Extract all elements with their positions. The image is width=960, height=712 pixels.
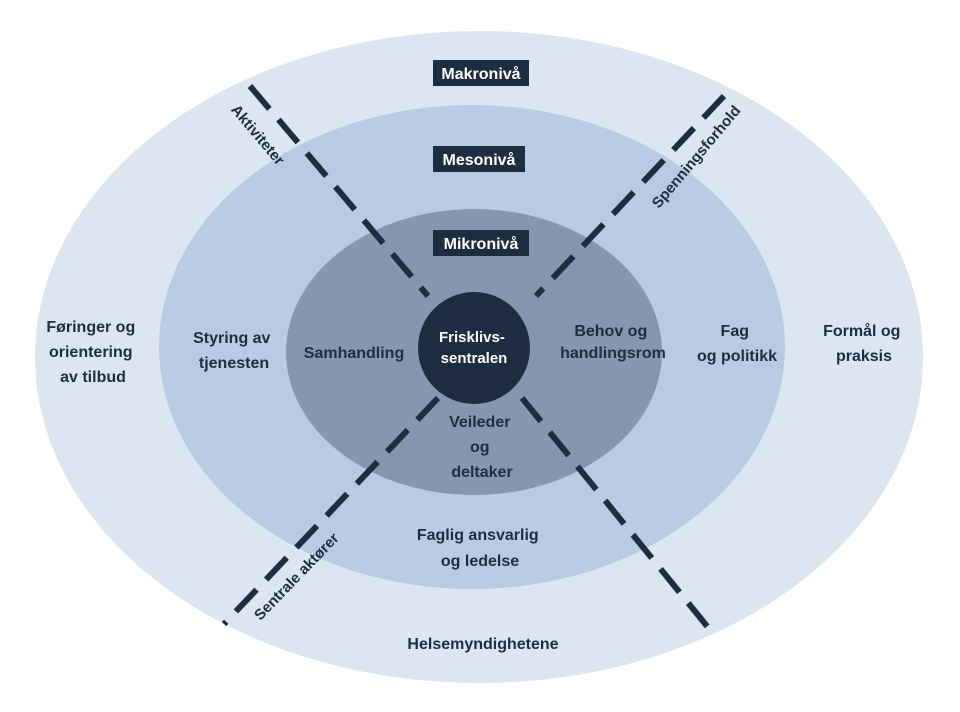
- macro-left-label: Føringer og orientering av tilbud: [46, 319, 139, 386]
- meso-level-label: Mesonivå: [443, 151, 516, 169]
- meso-left-label: Styring av tjenesten: [193, 330, 275, 372]
- center-label-line-2: sentralen: [441, 350, 508, 367]
- macro-level-label: Makronivå: [441, 65, 520, 83]
- micro-left-label: Samhandling: [304, 345, 404, 362]
- center-label-line-1: Frisklivs-: [439, 329, 505, 346]
- micro-right-label: Behov og handlingsrom: [560, 323, 666, 362]
- dashed-axis-top-left: [247, 84, 431, 298]
- meso-bottom-label: Faglig ansvarlig og ledelse: [417, 527, 543, 570]
- micro-level-badge: Mikronivå: [433, 230, 529, 256]
- micro-bottom-label: Veileder og deltaker: [449, 414, 515, 481]
- center-label: Frisklivs- sentralen: [439, 329, 509, 367]
- macro-level-badge: Makronivå: [433, 60, 529, 86]
- macro-bottom-label: Helsemyndighetene: [407, 636, 558, 653]
- meso-level-badge: Mesonivå: [433, 146, 525, 172]
- dashed-axis-top-right: [533, 93, 727, 299]
- meso-right-label: Fag og politikk: [697, 323, 777, 365]
- macro-right-label: Formål og praksis: [823, 322, 905, 365]
- dashed-axis-bottom-left: [221, 395, 441, 627]
- center-circle: [418, 292, 530, 404]
- dashed-axis-bottom-right: [519, 396, 718, 638]
- micro-level-label: Mikronivå: [444, 235, 519, 253]
